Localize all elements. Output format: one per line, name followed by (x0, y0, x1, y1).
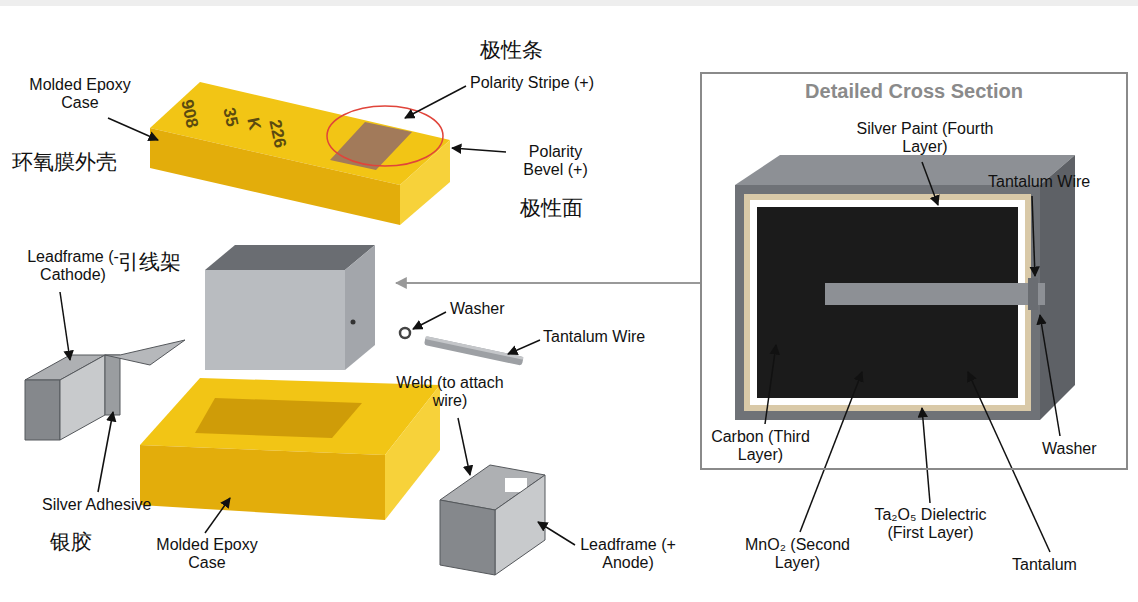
washer (400, 328, 410, 338)
tantalum-wire (424, 336, 524, 366)
layer-label: Tantalum Wire (988, 173, 1090, 191)
part-label: Leadframe (+ Anode) (578, 536, 678, 573)
part-label-zh: 极性面 (520, 196, 583, 220)
part-label-zh: 极性条 (480, 38, 543, 62)
part-label: Polarity Bevel (+) (508, 143, 603, 180)
panel-heading: Detailed Cross Section (702, 80, 1126, 103)
case-bottom (140, 378, 440, 520)
part-label: Polarity Stripe (+) (470, 74, 594, 92)
part-label: Silver Adhesive (42, 496, 151, 514)
leadframe-cathode (25, 340, 185, 440)
layer-label: Tantalum (1012, 556, 1077, 574)
layer-label: MnO₂ (Second Layer) (730, 536, 865, 573)
part-label: Leadframe (- Cathode) (18, 248, 128, 285)
layer-label: Silver Paint (Fourth Layer) (850, 120, 1000, 157)
layer-label: Carbon (Third Layer) (703, 428, 818, 465)
case-marking: 35 (219, 106, 242, 129)
leadframe-anode (440, 465, 545, 575)
part-label-zh: 银胶 (50, 530, 92, 554)
layer-label: Ta₂O₅ Dielectric (First Layer) (858, 506, 1003, 543)
part-label: Weld (to attach wire) (380, 374, 520, 411)
leader-lines (60, 86, 1060, 552)
part-label: Tantalum Wire (543, 328, 645, 346)
capacitor-body (150, 82, 450, 225)
tantalum-pellet (205, 245, 375, 370)
part-label: Washer (450, 300, 505, 318)
part-label: Molded Epoxy Case (148, 536, 266, 573)
part-label: Molded Epoxy Case (20, 76, 140, 113)
layer-label: Washer (1042, 440, 1097, 458)
cross-section-block (735, 155, 1075, 420)
part-label-zh: 环氧膜外壳 (12, 150, 117, 174)
part-label-zh: 引线架 (118, 250, 181, 274)
